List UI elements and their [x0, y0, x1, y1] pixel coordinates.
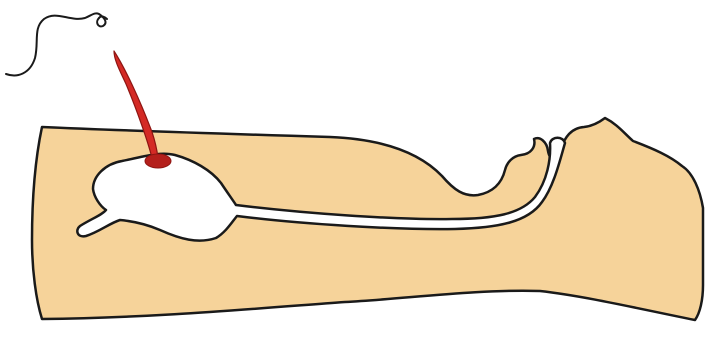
curly-line [6, 13, 106, 75]
tube-entry-site [145, 154, 171, 168]
